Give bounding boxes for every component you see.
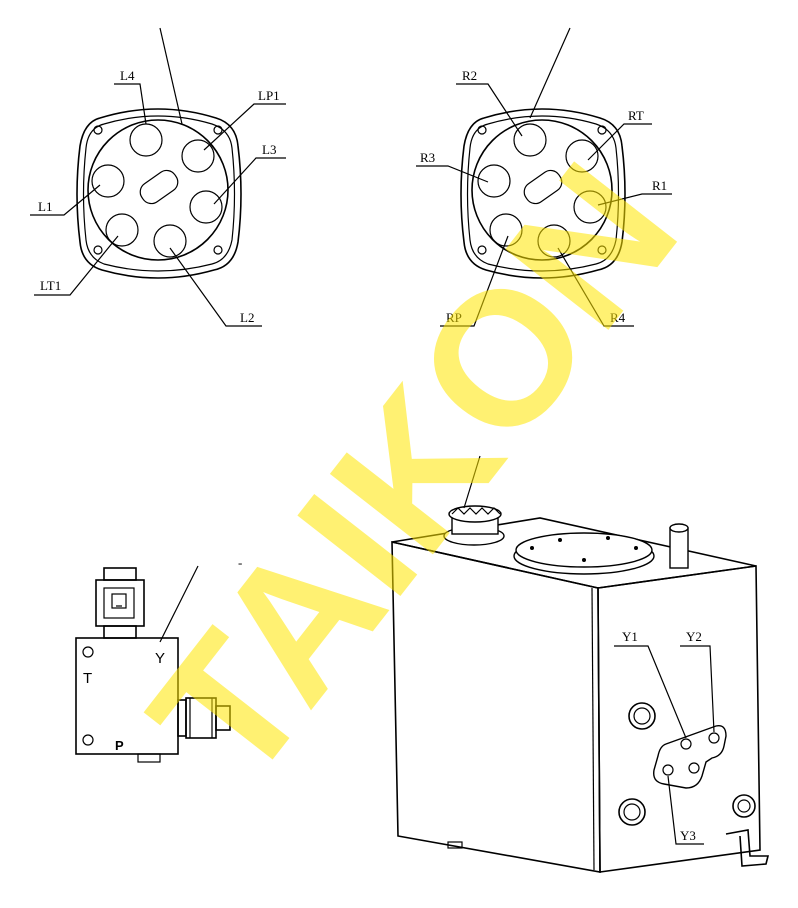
left-port-face: L4 LP1 L3 L1 LT1 L2 — [30, 27, 286, 327]
port-l1 — [91, 164, 125, 198]
valve-note: - — [238, 555, 242, 570]
port-rp — [489, 213, 523, 247]
port-l3 — [189, 190, 223, 224]
label-lt1: LT1 — [40, 278, 61, 293]
label-r4: R4 — [610, 310, 626, 325]
port-rt — [565, 139, 599, 173]
port-r1 — [573, 190, 607, 224]
label-l4: L4 — [120, 68, 135, 83]
label-l3: L3 — [262, 142, 276, 157]
port-l4 — [129, 123, 163, 157]
watermark-text: TAIKON — [111, 126, 718, 819]
label-r2: R2 — [462, 68, 477, 83]
label-rp: RP — [446, 310, 462, 325]
port-t-label: T — [83, 670, 92, 687]
label-y1: Y1 — [622, 629, 638, 644]
port-lt1 — [105, 213, 139, 247]
port-lp1 — [181, 139, 215, 173]
label-l1: L1 — [38, 199, 52, 214]
port-r4 — [537, 224, 571, 258]
port-r2 — [513, 123, 547, 157]
port-p-label: P — [115, 738, 124, 753]
label-y3: Y3 — [680, 828, 696, 843]
label-y2: Y2 — [686, 629, 702, 644]
label-l2: L2 — [240, 310, 254, 325]
right-port-face: R2 RT R3 R1 RP R4 — [416, 27, 672, 327]
label-rt: RT — [628, 108, 644, 123]
tank: Y1 Y2 Y3 — [391, 455, 770, 873]
port-y-label: Y — [155, 650, 165, 667]
valve-block: T Y P - — [75, 555, 242, 763]
port-r3 — [477, 164, 511, 198]
label-r1: R1 — [652, 178, 667, 193]
port-l2 — [153, 224, 187, 258]
label-r3: R3 — [420, 150, 435, 165]
label-lp1: LP1 — [258, 88, 280, 103]
